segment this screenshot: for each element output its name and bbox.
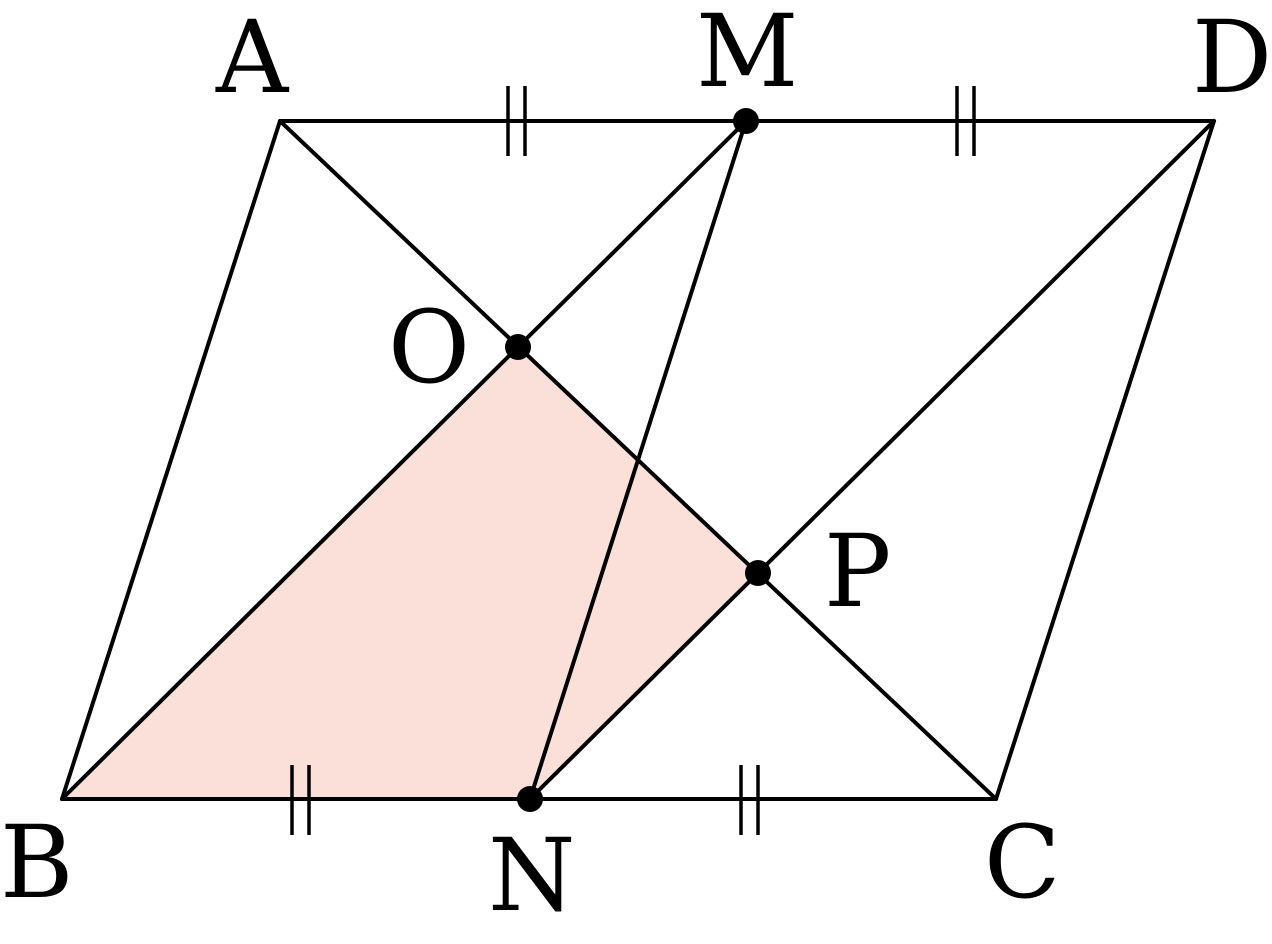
shaded-region-bopn <box>62 347 758 799</box>
segment-nd <box>528 119 1216 801</box>
tick-mark-nc <box>739 765 760 835</box>
side-dc <box>994 119 1216 801</box>
point-o <box>505 334 531 360</box>
label-n: N <box>488 817 576 934</box>
point-m <box>733 108 759 134</box>
label-p: P <box>824 513 891 630</box>
label-o: O <box>388 289 470 406</box>
segment-mn <box>528 119 748 801</box>
side-ab <box>60 119 282 801</box>
tick-mark-md <box>955 86 976 156</box>
label-b: B <box>0 804 74 921</box>
segment-bm <box>60 119 748 801</box>
tick-mark-am <box>506 86 527 156</box>
tick-mark-bn <box>290 765 311 835</box>
label-d: D <box>1192 0 1272 116</box>
label-a: A <box>215 0 290 116</box>
point-p <box>745 560 771 586</box>
point-n <box>517 786 543 812</box>
label-m: M <box>696 0 798 110</box>
label-c: C <box>984 804 1061 921</box>
